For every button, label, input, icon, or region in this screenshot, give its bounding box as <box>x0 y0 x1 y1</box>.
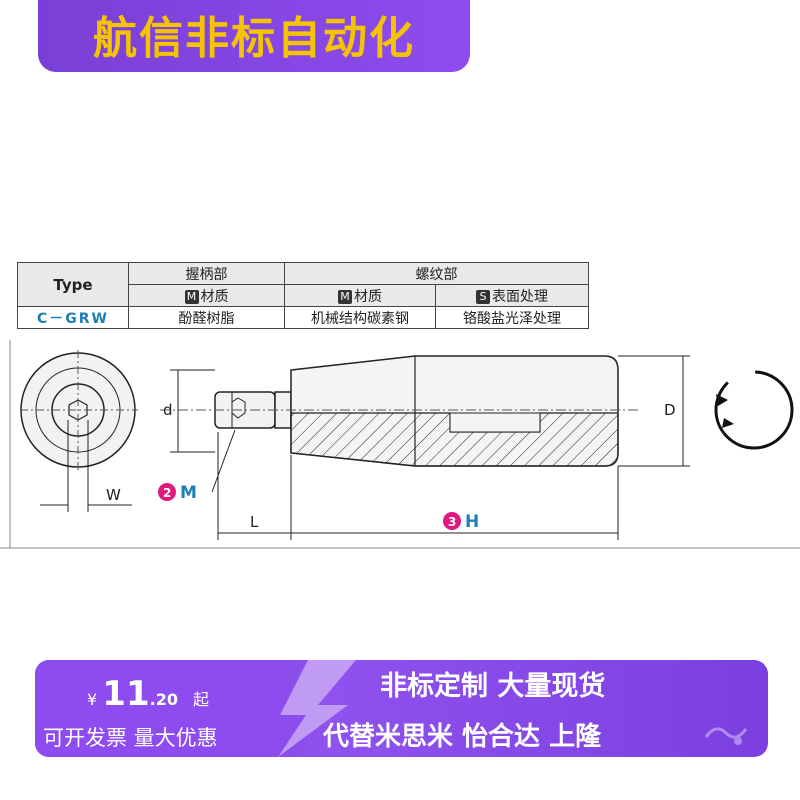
stud-hex-icon <box>231 397 246 419</box>
thread-material-value: 机械结构碳素钢 <box>284 306 436 329</box>
marker-2-num: 2 <box>163 486 171 500</box>
marker-3 <box>443 512 461 530</box>
type-header: Type <box>17 262 129 307</box>
lightning-icon <box>278 660 356 757</box>
price-panel <box>35 660 285 757</box>
side-view: d D L 2 M 3 H <box>158 355 690 540</box>
technical-drawing: W d D L 2 M 3 H <box>0 340 800 549</box>
label-D: D <box>664 401 676 419</box>
thread-header: 螺纹部 <box>284 262 589 285</box>
end-view: W <box>20 350 138 512</box>
label-d: d <box>163 401 173 419</box>
s-badge: S <box>476 289 490 304</box>
label-H: H <box>465 512 479 532</box>
promo-line-2: 代替米思米 怡合达 上隆 <box>323 722 602 752</box>
invoice-text: 可开发票 量大优惠 <box>43 726 218 750</box>
price-row: ¥ 11.20 起 <box>87 674 209 714</box>
rotation-icon <box>714 370 794 450</box>
marker-2 <box>158 483 176 501</box>
deco-icon <box>704 727 748 745</box>
grip-header: 握柄部 <box>128 262 285 285</box>
currency-symbol: ¥ <box>87 690 98 709</box>
promo-banner: ¥ 11.20 起 可开发票 量大优惠 非标定制 大量现货 代替米思米 怡合达 … <box>35 660 768 757</box>
type-code: C－GRW <box>17 306 129 329</box>
banner-title: 航信非标自动化 <box>93 13 415 64</box>
surface-value: 铬酸盐光泽处理 <box>435 306 589 329</box>
label-M: M <box>180 483 197 503</box>
label-L: L <box>250 513 259 531</box>
m-badge: M <box>184 289 199 304</box>
price-integer: 11 <box>102 674 150 714</box>
marker-3-num: 3 <box>448 515 456 529</box>
grip-material-label: 材质 <box>200 288 229 305</box>
label-W: W <box>106 486 121 504</box>
top-banner: 航信非标自动化 <box>38 0 470 72</box>
thread-material-label: 材质 <box>354 288 382 305</box>
price-decimal: .20 <box>149 690 178 709</box>
m-badge: M <box>338 289 352 304</box>
promo-line-1: 非标定制 大量现货 <box>380 671 606 702</box>
grip-material-value: 酚醛树脂 <box>128 306 285 329</box>
surface-label: 表面处理 <box>492 288 548 305</box>
price-suffix: 起 <box>193 690 210 709</box>
